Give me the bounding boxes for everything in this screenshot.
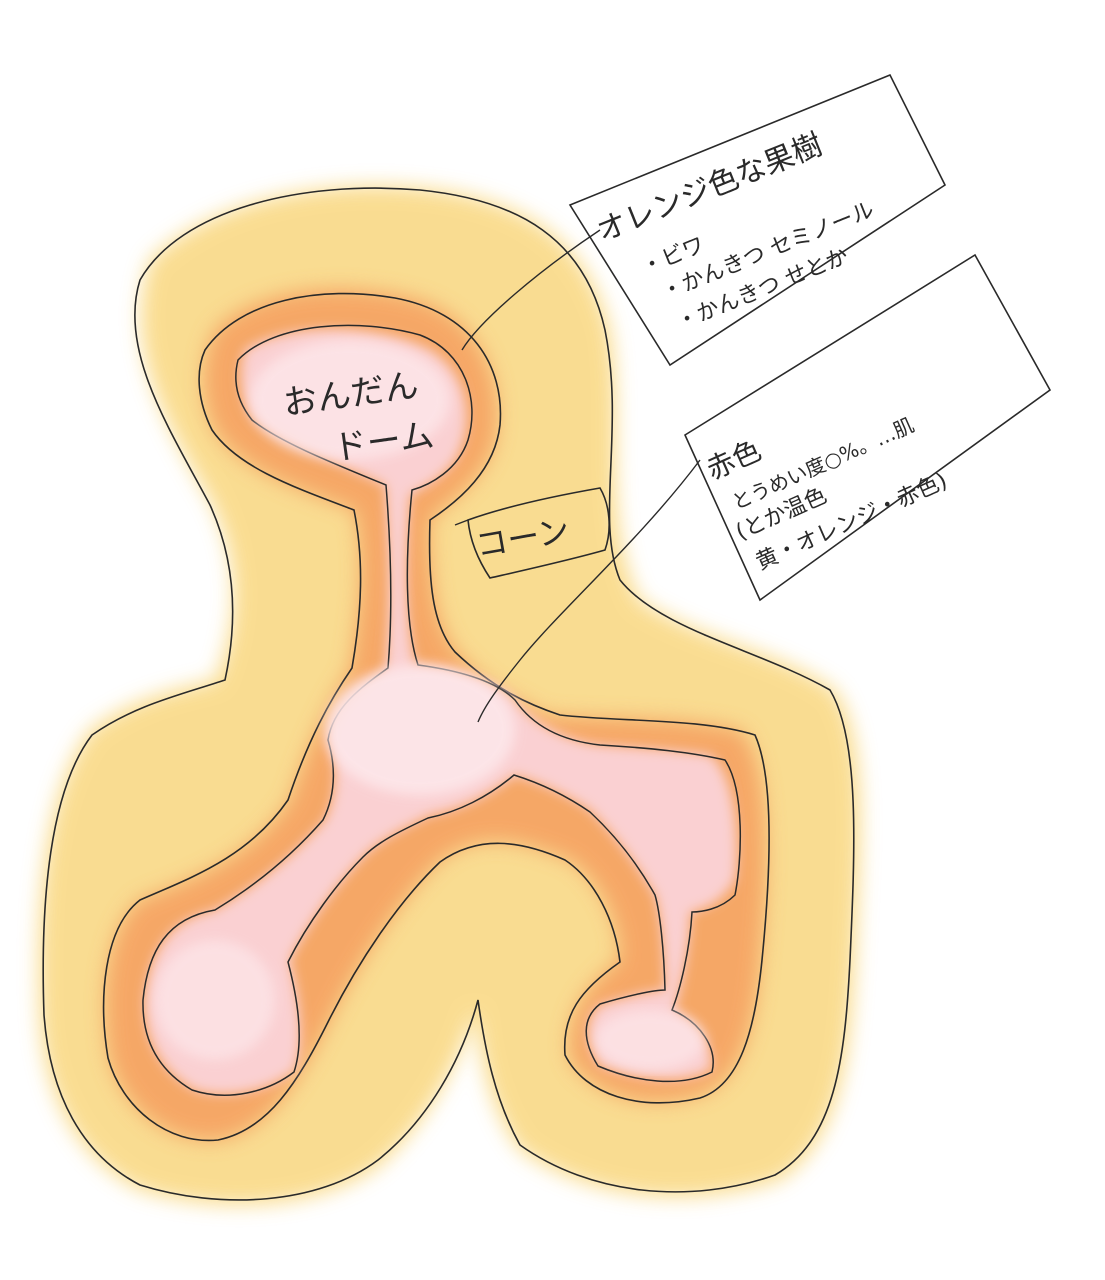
outer-zone-outline xyxy=(42,187,855,1201)
left-bulb-highlight xyxy=(155,940,275,1060)
center-hub xyxy=(325,665,515,795)
note-red-frame xyxy=(683,253,1052,602)
middle-zone-outline xyxy=(102,292,770,1142)
note-orange-frame xyxy=(568,73,947,367)
dome-highlight xyxy=(250,340,450,460)
note-red-leader xyxy=(477,459,701,723)
inner-zone xyxy=(142,324,742,1096)
note-red-title: 赤色 xyxy=(701,433,766,486)
note-orange-leader xyxy=(461,229,601,351)
corn-leader xyxy=(454,519,469,526)
right-bulb-highlight xyxy=(595,1010,705,1070)
corn-label-frame xyxy=(467,487,610,579)
